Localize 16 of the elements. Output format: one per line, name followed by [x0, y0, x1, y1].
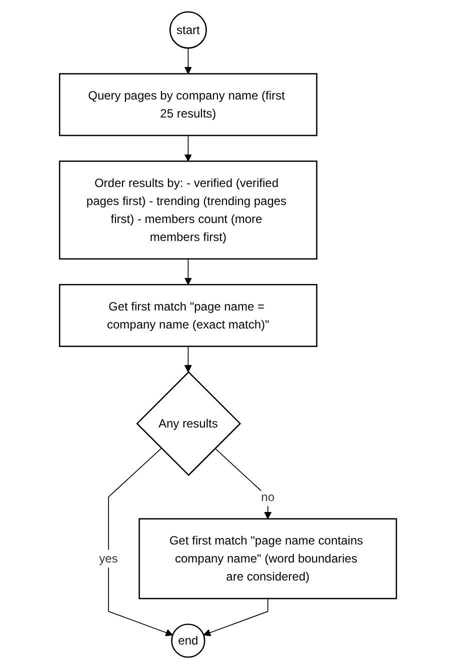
arrow	[184, 48, 192, 74]
arrow	[203, 598, 268, 636]
node-box: Get first match "page name contains company name" (word boundaries are considered)	[138, 518, 398, 600]
node-box: Get first match "page name = company name (exact match)"	[58, 284, 318, 347]
arrow	[214, 448, 272, 520]
node-diamond: Any results	[136, 371, 242, 476]
arrow	[184, 135, 192, 162]
arrow	[184, 258, 192, 285]
node-box: Order results by: - verified (verified pages first) - trending (trending pages first) - members count (more members first)	[58, 160, 318, 260]
arrow	[108, 448, 174, 636]
edge-label: no	[261, 490, 275, 504]
node-box: Query pages by company name (first 25 results)	[58, 73, 318, 136]
node-circle: end	[171, 624, 206, 658]
node-circle: start	[169, 11, 207, 49]
arrow	[184, 346, 192, 372]
edge-label: yes	[99, 551, 118, 566]
